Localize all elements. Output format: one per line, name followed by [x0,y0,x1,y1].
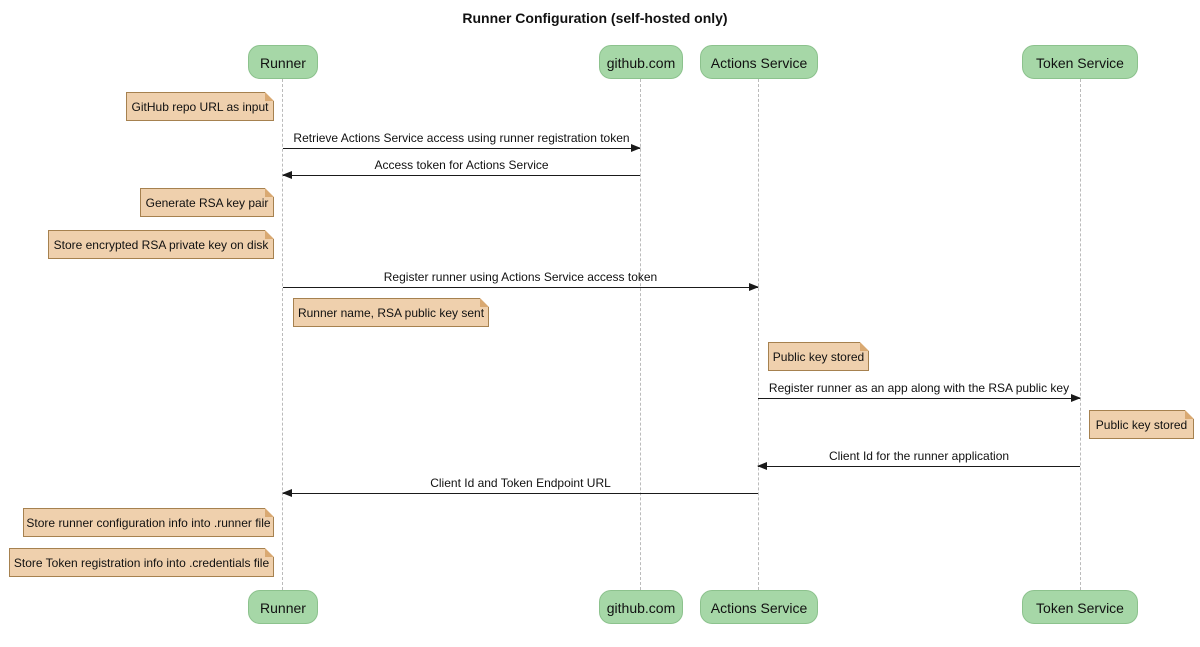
note-text: Store Token registration info into .cred… [13,555,270,570]
note-text: Generate RSA key pair [145,195,269,210]
message-line [283,175,640,176]
note-store-credentials-file: Store Token registration info into .cred… [9,548,274,577]
note-generate-rsa: Generate RSA key pair [140,188,274,217]
arrowhead-icon [1071,394,1081,402]
note-text: Public key stored [1095,417,1188,432]
message-label: Access token for Actions Service [374,158,549,172]
note-fold-icon [265,188,274,197]
arrowhead-icon [282,489,292,497]
note-text: Runner name, RSA public key sent [297,305,485,320]
participant-actions-service-top: Actions Service [700,45,818,79]
lifeline-token-service [1080,79,1081,590]
participant-token-service-top: Token Service [1022,45,1138,79]
message-line [283,148,640,149]
note-text: Store encrypted RSA private key on disk [53,237,269,252]
arrowhead-icon [757,462,767,470]
lifeline-github [640,79,641,590]
message-line [758,398,1080,399]
arrowhead-icon [631,144,641,152]
note-github-repo-url: GitHub repo URL as input [126,92,274,121]
message-label: Register runner using Actions Service ac… [383,270,658,284]
note-runner-name-sent: Runner name, RSA public key sent [293,298,489,327]
participant-runner-bottom: Runner [248,590,318,624]
message-line [283,287,758,288]
participant-runner-top: Runner [248,45,318,79]
participant-github-bottom: github.com [599,590,683,624]
note-fold-icon [860,342,869,351]
note-fold-icon [480,298,489,307]
note-store-private-key: Store encrypted RSA private key on disk [48,230,274,259]
participant-github-top: github.com [599,45,683,79]
lifeline-actions-service [758,79,759,590]
note-fold-icon [265,230,274,239]
message-line [283,493,758,494]
lifeline-runner [282,79,283,590]
note-public-key-stored-token: Public key stored [1089,410,1194,439]
note-fold-icon [265,548,274,557]
note-public-key-stored-actions: Public key stored [768,342,869,371]
participant-token-service-bottom: Token Service [1022,590,1138,624]
message-label: Client Id and Token Endpoint URL [430,476,611,490]
note-text: GitHub repo URL as input [131,99,269,114]
diagram-title: Runner Configuration (self-hosted only) [462,10,728,26]
note-fold-icon [265,508,274,517]
message-line [758,466,1080,467]
message-label: Client Id for the runner application [828,449,1010,463]
note-text: Store runner configuration info into .ru… [26,515,271,530]
arrowhead-icon [282,171,292,179]
note-store-runner-file: Store runner configuration info into .ru… [23,508,274,537]
note-fold-icon [1185,410,1194,419]
message-label: Retrieve Actions Service access using ru… [293,131,630,145]
message-label: Register runner as an app along with the… [768,381,1070,395]
arrowhead-icon [749,283,759,291]
note-text: Public key stored [772,349,865,364]
participant-actions-service-bottom: Actions Service [700,590,818,624]
note-fold-icon [265,92,274,101]
